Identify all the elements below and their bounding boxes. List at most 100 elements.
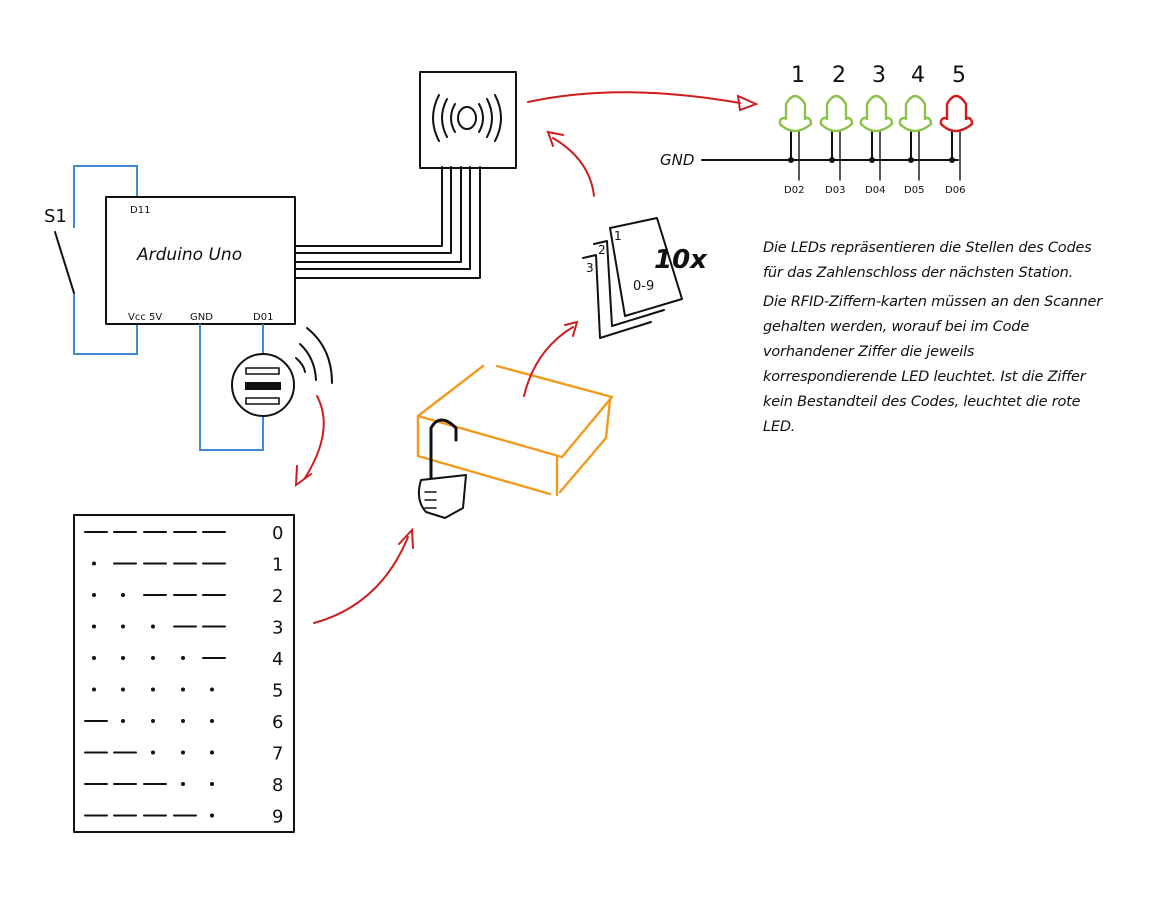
morse-digit: 4 xyxy=(272,649,283,670)
description-text: Die LEDs repräsentieren die Stellen des … xyxy=(763,236,1103,444)
rfid-cards: 1 2 3 0-9 10x xyxy=(582,217,708,339)
morse-digit: 8 xyxy=(272,775,283,796)
rfid-reader xyxy=(419,71,517,169)
arrow-box-to-cards xyxy=(523,320,579,397)
morse-dot xyxy=(181,719,185,723)
led-rim xyxy=(939,116,974,133)
morse-digit: 1 xyxy=(272,555,283,576)
arduino-label: Arduino Uno xyxy=(136,245,242,265)
morse-digit: 7 xyxy=(272,744,283,765)
led-dome xyxy=(904,94,927,120)
card-count: 10x xyxy=(654,245,708,275)
pin-vcc-label: Vcc 5V xyxy=(128,312,162,323)
rfid-tag-sensor xyxy=(199,324,333,451)
morse-digit: 5 xyxy=(272,681,283,702)
pin-d11-label: D11 xyxy=(130,205,150,216)
card-label-1: 1 xyxy=(614,229,622,243)
rfid-bus-wires xyxy=(294,166,481,279)
rfid-wave-icon xyxy=(432,94,502,142)
led-dome xyxy=(865,94,888,120)
morse-dot xyxy=(92,593,96,597)
led-pin-label: D02 xyxy=(784,185,804,196)
tag-bar-middle xyxy=(245,382,281,390)
morse-dot xyxy=(210,719,214,723)
led-dome xyxy=(825,94,848,120)
led-dome xyxy=(945,94,968,120)
junction-dot xyxy=(788,157,794,163)
led-pin-label: D06 xyxy=(945,185,965,196)
locked-box xyxy=(416,364,614,519)
morse-dot xyxy=(92,687,96,692)
led-number: 2 xyxy=(832,63,846,88)
morse-dot xyxy=(151,750,155,755)
arrow-reader-to-leds xyxy=(527,91,759,112)
morse-dot xyxy=(92,624,96,629)
padlock-icon xyxy=(417,418,467,519)
led-number: 1 xyxy=(791,63,805,88)
led-dome xyxy=(784,94,807,120)
morse-dot xyxy=(210,750,214,755)
morse-row: 6 xyxy=(84,712,283,733)
led-number: 5 xyxy=(952,63,966,88)
morse-row: 1 xyxy=(92,555,283,576)
led-rim xyxy=(898,116,933,133)
led-pin-label: D05 xyxy=(904,185,924,196)
morse-dot xyxy=(121,593,125,597)
junction-dot xyxy=(908,157,914,163)
led-rim xyxy=(819,116,854,133)
gnd-label: GND xyxy=(660,151,694,169)
switch-label: S1 xyxy=(44,206,67,227)
morse-dot xyxy=(121,624,125,629)
morse-dot xyxy=(210,782,214,786)
card-range: 0-9 xyxy=(633,279,654,294)
morse-dot xyxy=(121,687,125,692)
pin-d01-label: D01 xyxy=(253,312,273,323)
morse-row: 7 xyxy=(84,744,283,765)
morse-dot xyxy=(181,782,185,786)
morse-row: 3 xyxy=(92,618,283,639)
description-paragraph-1: Die LEDs repräsentieren die Stellen des … xyxy=(763,240,1092,281)
morse-dot xyxy=(92,561,96,566)
morse-row: 9 xyxy=(84,807,283,828)
card-label-2: 2 xyxy=(598,243,606,257)
morse-row: 0 xyxy=(84,523,283,544)
pin-gnd-label: GND xyxy=(190,312,213,323)
led-number: 3 xyxy=(872,63,886,88)
junction-dot xyxy=(869,157,875,163)
description-paragraph-2: Die RFID-Ziffern-karten müssen an den Sc… xyxy=(763,294,1103,435)
morse-digit: 9 xyxy=(272,807,283,828)
junction-dot xyxy=(829,157,835,163)
arduino-board: D11 Arduino Uno Vcc 5V GND D01 xyxy=(105,196,296,325)
led-rim xyxy=(778,116,813,133)
tag-bar-bottom xyxy=(245,397,280,405)
card-label-3: 3 xyxy=(586,261,594,275)
morse-row: 5 xyxy=(92,681,283,702)
morse-dot xyxy=(151,719,155,723)
led-pin-label: D03 xyxy=(825,185,845,196)
arrow-cards-to-reader xyxy=(546,130,595,197)
morse-dot xyxy=(181,750,185,755)
arrow-table-to-box xyxy=(313,527,414,624)
arrow-sensor-to-table xyxy=(294,395,325,488)
morse-dot xyxy=(121,656,125,660)
morse-row: 2 xyxy=(92,586,283,607)
morse-digit: 2 xyxy=(272,586,283,607)
led-number: 4 xyxy=(911,63,925,88)
morse-row: 4 xyxy=(92,649,283,670)
morse-digit: 3 xyxy=(272,618,283,639)
morse-dot xyxy=(151,656,155,660)
tag-bar-top xyxy=(245,367,280,375)
morse-dot xyxy=(151,687,155,692)
morse-dot xyxy=(151,624,155,629)
morse-dot xyxy=(210,687,214,692)
morse-dot xyxy=(121,719,125,723)
morse-table: 0 1 2 3 4 5 6 7 8 9 xyxy=(73,514,295,833)
led-pin-label: D04 xyxy=(865,185,885,196)
morse-dot xyxy=(181,687,185,692)
